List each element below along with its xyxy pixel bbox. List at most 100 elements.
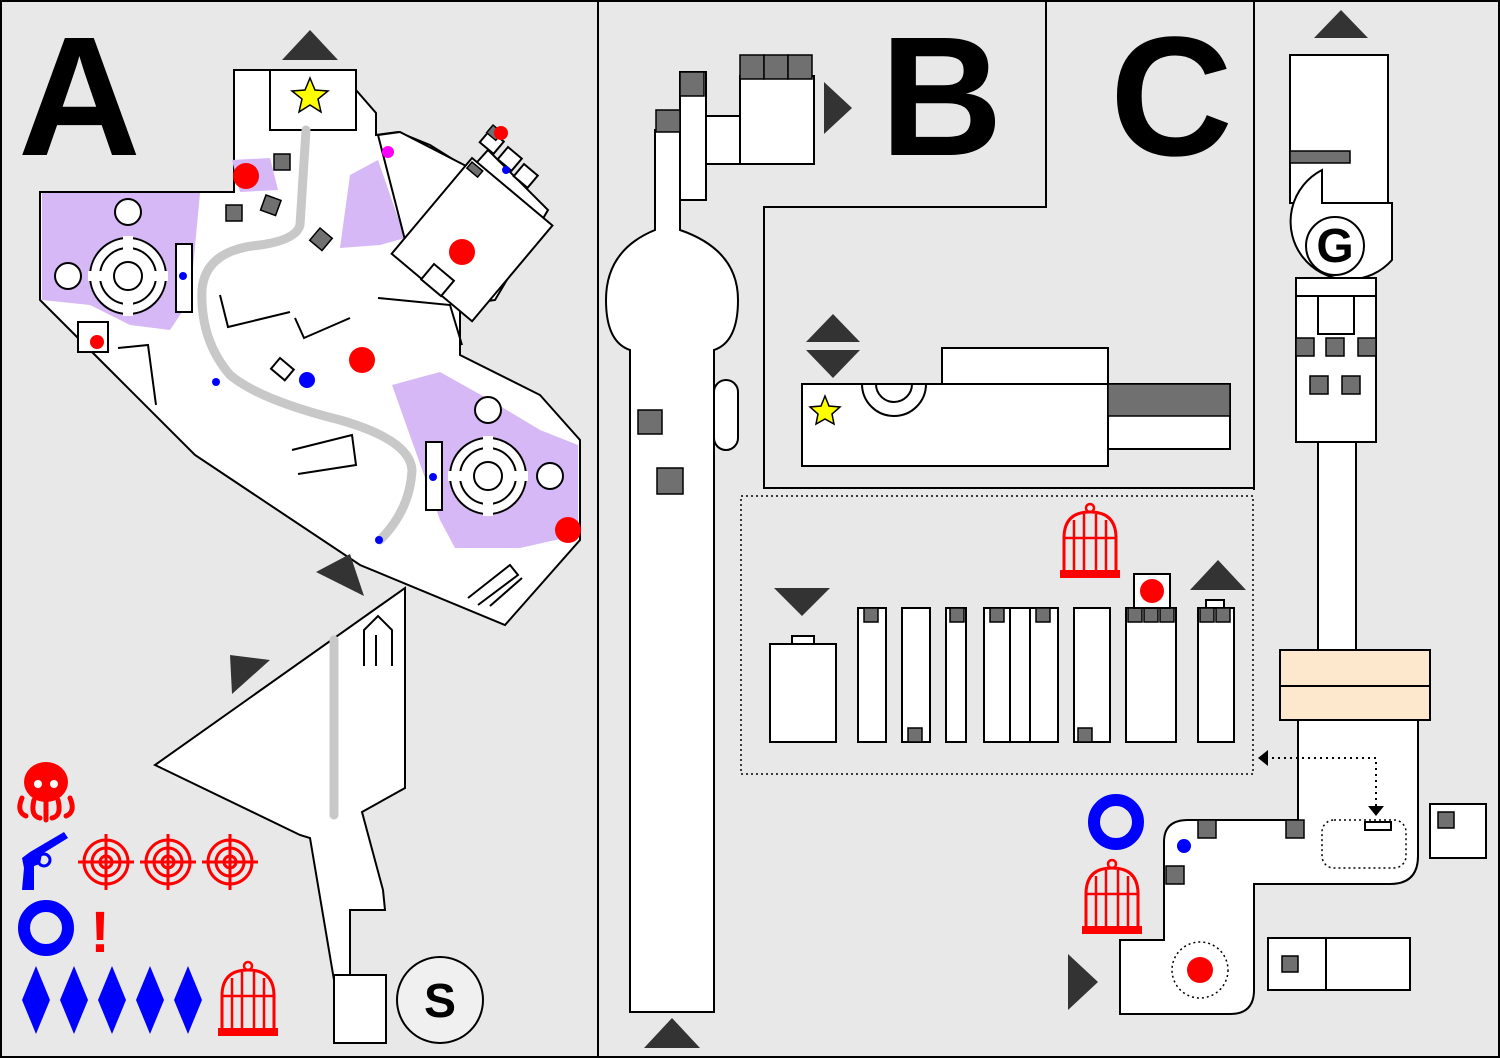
section-a: A (17, 2, 581, 1044)
pillar (857, 607, 887, 743)
goal-badge[interactable] (1305, 216, 1365, 276)
area-b-side-room (705, 115, 741, 165)
elevator-down-arrow[interactable] (806, 350, 860, 378)
wall-segment (377, 297, 463, 346)
pillar (1073, 607, 1111, 743)
crate-block (949, 607, 965, 623)
section-a-label: A (18, 2, 141, 192)
pillar (1197, 607, 1235, 743)
octopus-icon (17, 762, 75, 823)
exit-arrow-up[interactable] (1190, 560, 1246, 590)
crate-block (679, 71, 705, 97)
pillar-room (769, 643, 837, 743)
item-marker[interactable] (1177, 839, 1191, 853)
crate-block (863, 607, 879, 623)
pillar (945, 607, 967, 743)
area-a-box (419, 262, 456, 298)
area-b-corridor (604, 129, 740, 1013)
entry-arrow-right[interactable] (1068, 954, 1098, 1010)
crate-block (656, 467, 684, 495)
area-b-room (801, 383, 1109, 467)
pad-node (54, 262, 82, 290)
wall-segment (117, 343, 157, 406)
purple-zone (340, 160, 405, 248)
enemy-marker[interactable] (449, 239, 475, 265)
crate-block (1035, 607, 1051, 623)
item-marker[interactable] (502, 166, 510, 174)
crate-block (787, 54, 813, 80)
exit-arrow-up[interactable] (1314, 10, 1368, 38)
crate-block (763, 54, 789, 80)
item-marker[interactable] (299, 372, 315, 388)
enemy-marker[interactable] (555, 517, 581, 543)
star-room (269, 69, 357, 131)
crate-block (465, 160, 484, 179)
ledge-block (1289, 150, 1351, 164)
entry-arrow-up[interactable] (644, 1018, 700, 1048)
switch-plate[interactable] (1364, 821, 1392, 831)
area-b-niche (713, 379, 739, 451)
crate-block (1295, 337, 1315, 357)
crate-block (273, 153, 291, 171)
beige-band (1279, 685, 1431, 721)
path-arrow[interactable] (230, 655, 270, 694)
drop-arrow-down[interactable] (774, 588, 830, 616)
legend: ! (17, 762, 280, 1038)
start-badge-label: S (424, 975, 456, 1028)
star-icon[interactable] (808, 393, 842, 426)
crate-block (1325, 337, 1345, 357)
wall-block (1107, 383, 1231, 417)
crate-block (1197, 819, 1217, 839)
exclamation-icon: ! (90, 900, 109, 965)
enemy-marker[interactable] (90, 335, 104, 349)
item-marker[interactable] (429, 473, 437, 481)
elevator-up-arrow[interactable] (806, 314, 860, 342)
area-b-room (941, 347, 1109, 385)
crate-block (1165, 865, 1185, 885)
crate-block (739, 54, 765, 80)
enemy-marker[interactable] (1187, 957, 1213, 983)
crate-block (655, 109, 681, 133)
start-badge[interactable] (396, 956, 484, 1044)
crate-block (1127, 607, 1143, 623)
enemy-marker[interactable] (233, 163, 259, 189)
pillar (1125, 607, 1177, 743)
crate-block (1281, 955, 1299, 973)
crate-block (1341, 375, 1361, 395)
special-marker[interactable] (382, 146, 394, 158)
pad-node (114, 198, 142, 226)
exit-arrow-right[interactable] (824, 82, 852, 134)
goal-badge-label: G (1316, 220, 1353, 273)
item-marker[interactable] (212, 378, 220, 386)
enemy-marker[interactable] (494, 126, 508, 140)
diamond-icon (174, 966, 202, 1034)
route-arrow (1368, 806, 1384, 816)
crate-block (1215, 607, 1231, 623)
item-marker[interactable] (375, 536, 383, 544)
enemy-marker[interactable] (1140, 579, 1164, 603)
path-arrow[interactable] (316, 554, 364, 596)
section-c: C G (1068, 2, 1487, 1015)
section-c-label: C (1110, 2, 1233, 192)
crate-block (907, 727, 923, 743)
dotted-route (1266, 757, 1377, 812)
half-pad-inner (875, 383, 913, 403)
area-c-tower-niche (1317, 295, 1355, 335)
enemy-marker[interactable] (349, 347, 375, 373)
wall-segment (363, 614, 393, 666)
star-icon[interactable] (290, 76, 330, 114)
diamond-icon (60, 966, 88, 1034)
crate-block (1309, 375, 1329, 395)
crate-block (1159, 607, 1175, 623)
area-a-box (269, 356, 296, 382)
ring-icon[interactable] (1088, 794, 1144, 850)
crate-block (259, 194, 282, 217)
wall-segment (294, 317, 351, 340)
item-marker[interactable] (179, 272, 187, 280)
crate-block (1357, 337, 1377, 357)
revolver-icon (22, 832, 68, 890)
wall-segment (219, 294, 291, 329)
exit-arrow-up[interactable] (282, 30, 338, 60)
